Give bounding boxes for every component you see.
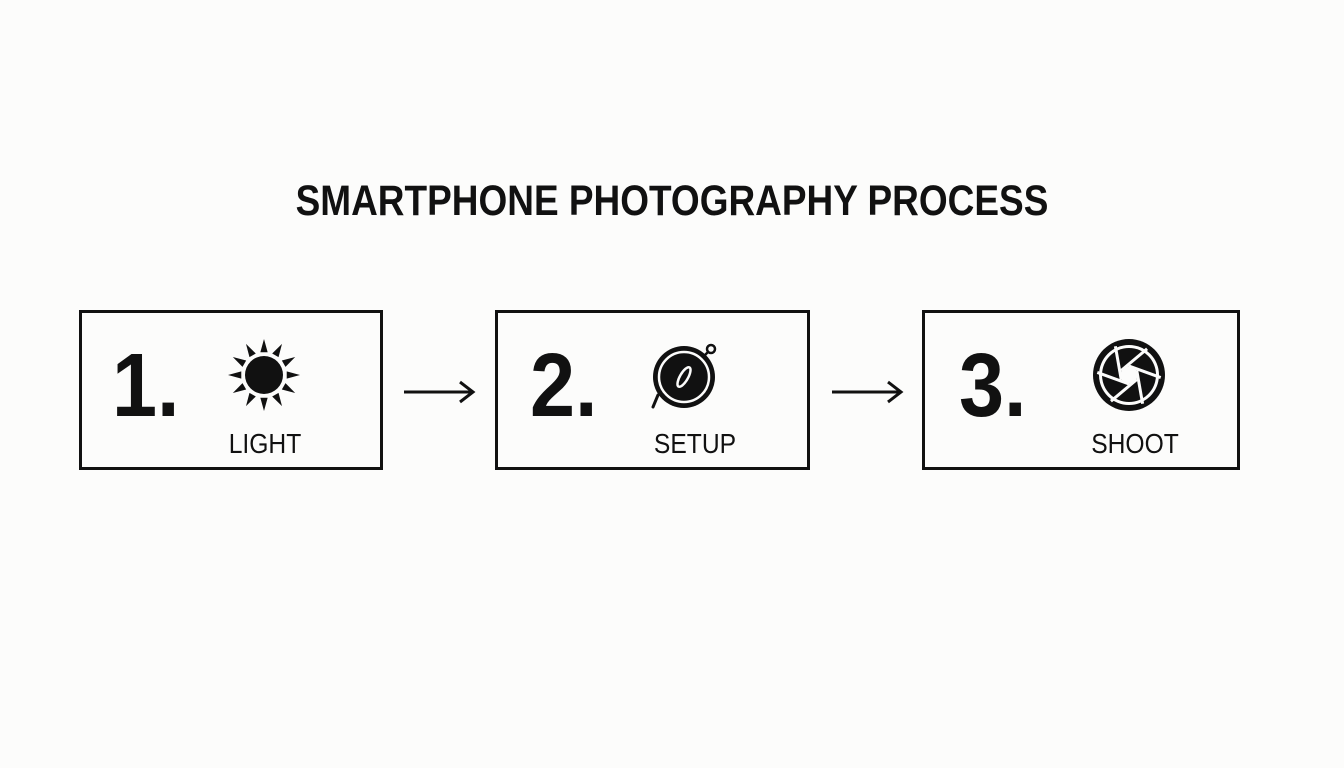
diagram-title: SMARTPHONE PHOTOGRAPHY PROCESS xyxy=(295,177,1049,225)
step-number: 1. xyxy=(112,336,180,436)
step-label: LIGHT xyxy=(228,428,302,459)
step-number: 3. xyxy=(959,336,1027,436)
arrow-right-icon xyxy=(404,380,476,404)
sun-icon xyxy=(228,339,300,411)
lens-icon xyxy=(651,343,717,409)
arrow-right-icon xyxy=(832,380,904,404)
step-label: SETUP xyxy=(653,428,737,459)
step-label: SHOOT xyxy=(1091,428,1179,459)
step-number: 2. xyxy=(530,336,598,436)
step-shoot-box: 3. SHOOT xyxy=(922,310,1240,470)
step-light-box: 1. LIGHT xyxy=(79,310,383,470)
aperture-icon xyxy=(1093,339,1165,411)
step-setup-box: 2. SETUP xyxy=(495,310,810,470)
